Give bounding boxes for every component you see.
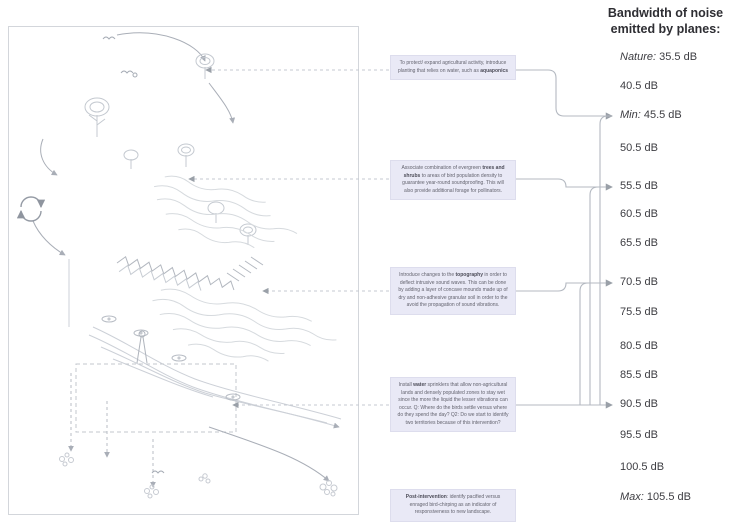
contour-lines <box>153 175 298 249</box>
route-arrow <box>32 32 236 327</box>
db-level-row: 65.5 dB <box>620 237 658 251</box>
db-level-value: 50.5 dB <box>620 142 658 154</box>
note-text: in order to deflect intrusive sound wave… <box>398 272 508 308</box>
db-level-max: Max: 105.5 dB <box>620 491 691 505</box>
annotation-note-sprinklers: Install water sprinklers that allow non-… <box>390 377 516 432</box>
db-level-value: 55.5 dB <box>620 180 658 192</box>
db-level-value: 45.5 dB <box>643 109 682 121</box>
note-text: sprinklers that allow non-agricultural l… <box>397 382 509 426</box>
db-level-row: 80.5 dB <box>620 340 658 354</box>
ridge-hatch <box>116 255 235 291</box>
note-text: to areas of bird population density to g… <box>402 172 504 194</box>
db-level-prefix: Min: <box>620 109 644 121</box>
db-level-prefix: Nature: <box>620 51 660 63</box>
test-zone-outline <box>75 363 237 433</box>
annotation-note-planting: Associate combination of evergreen trees… <box>390 160 516 200</box>
note-db-connector <box>516 69 613 409</box>
db-level-row: 90.5 dB <box>620 398 658 412</box>
db-level-row: 95.5 dB <box>620 429 658 443</box>
note-keyword: water <box>413 382 427 388</box>
note-text: Associate combination of evergreen <box>401 165 483 171</box>
note-keyword: topography <box>455 272 484 278</box>
bird-icon <box>102 36 138 78</box>
legend-title-line-1: Bandwidth of noise <box>607 6 724 20</box>
db-level-row: 85.5 dB <box>620 369 658 383</box>
tree-icon <box>84 53 257 245</box>
site-sketch <box>16 32 342 499</box>
plant-cluster-icon <box>59 452 338 499</box>
db-level-value: 80.5 dB <box>620 340 658 352</box>
note-text: To protect/ expand agricultural activity… <box>397 60 507 74</box>
db-level-value: 60.5 dB <box>620 208 658 220</box>
route-arrow <box>68 373 156 488</box>
legend-title-line-2: emitted by planes: <box>610 22 721 37</box>
db-level-row: 60.5 dB <box>620 208 658 222</box>
db-level-value: 85.5 dB <box>620 369 658 381</box>
route-arrow <box>208 426 330 482</box>
db-level-row: 40.5 dB <box>620 80 658 94</box>
db-level-value: 65.5 dB <box>620 237 658 249</box>
note-keyword: aquaponics <box>480 67 509 74</box>
annotation-note-topography: Introduce changes to the topography in o… <box>390 267 516 315</box>
annotation-note-post-intervention: Post-intervention: identify pacified ver… <box>390 489 516 522</box>
legend-title: Bandwidth of noise emitted by planes: <box>601 5 730 38</box>
db-level-value: 105.5 dB <box>646 491 691 503</box>
note-text: Introduce changes to the <box>399 272 456 278</box>
db-level-value: 40.5 dB <box>620 80 658 92</box>
db-level-value: 95.5 dB <box>620 429 658 441</box>
note-text: Install <box>398 382 414 388</box>
bird-icon <box>151 470 165 474</box>
db-level-nature: Nature: 35.5 dB <box>620 51 697 65</box>
db-level-row: 100.5 dB <box>620 461 664 475</box>
note-keyword: trees and shrubs <box>403 165 505 179</box>
db-level-value: 75.5 dB <box>620 306 658 318</box>
db-level-value: 100.5 dB <box>620 461 665 473</box>
db-level-value: 35.5 dB <box>659 51 698 63</box>
ridge-hatch <box>226 256 264 282</box>
contour-lines <box>152 288 337 362</box>
standpipe-icon <box>136 330 148 364</box>
db-level-value: 70.5 dB <box>620 276 658 288</box>
db-level-value: 90.5 dB <box>620 398 658 410</box>
annotation-note-aquaponics: To protect/ expand agricultural activity… <box>390 55 516 80</box>
stream-lines <box>88 326 342 429</box>
db-level-row: 75.5 dB <box>620 306 658 320</box>
recycle-arrows-icon <box>16 196 46 222</box>
db-level-row: 55.5 dB <box>620 180 658 194</box>
note-keyword: Post-intervention <box>405 494 447 500</box>
db-level-row: 70.5 dB <box>620 276 658 290</box>
note-text: : identify pacified versus enraged bird-… <box>409 494 501 515</box>
site-sketch-panel <box>8 26 359 515</box>
sprinkler-icon <box>101 315 241 401</box>
db-level-min: Min: 45.5 dB <box>620 109 682 123</box>
db-level-prefix: Max: <box>620 491 647 503</box>
db-level-row: 50.5 dB <box>620 142 658 156</box>
